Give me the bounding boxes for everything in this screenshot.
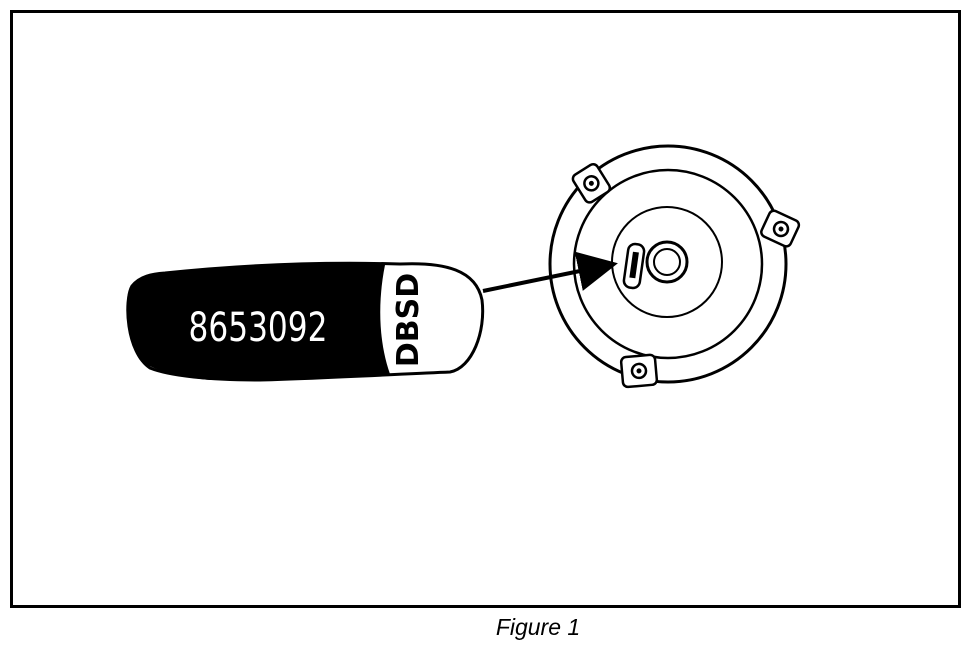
center-hole-inner <box>653 248 681 276</box>
outer-ring <box>548 144 788 384</box>
mounting-tab-top <box>571 162 612 204</box>
label-slot-mark <box>629 251 639 279</box>
mounting-tab-right <box>760 209 801 248</box>
mounting-tab-bottom <box>619 353 659 389</box>
tag-date-code: DBSD <box>391 273 426 367</box>
round-component <box>548 144 801 389</box>
tag-dark-band <box>127 263 390 380</box>
center-hole-outer <box>645 240 689 284</box>
identification-tag: 8653092 DBSD <box>126 261 485 382</box>
inner-ring <box>572 168 764 360</box>
tag-part-number: 8653092 <box>189 305 328 351</box>
figure-caption: Figure 1 <box>495 614 581 640</box>
hub-disc <box>611 206 723 318</box>
pointer-arrow <box>482 251 618 293</box>
figure-frame <box>10 10 961 608</box>
